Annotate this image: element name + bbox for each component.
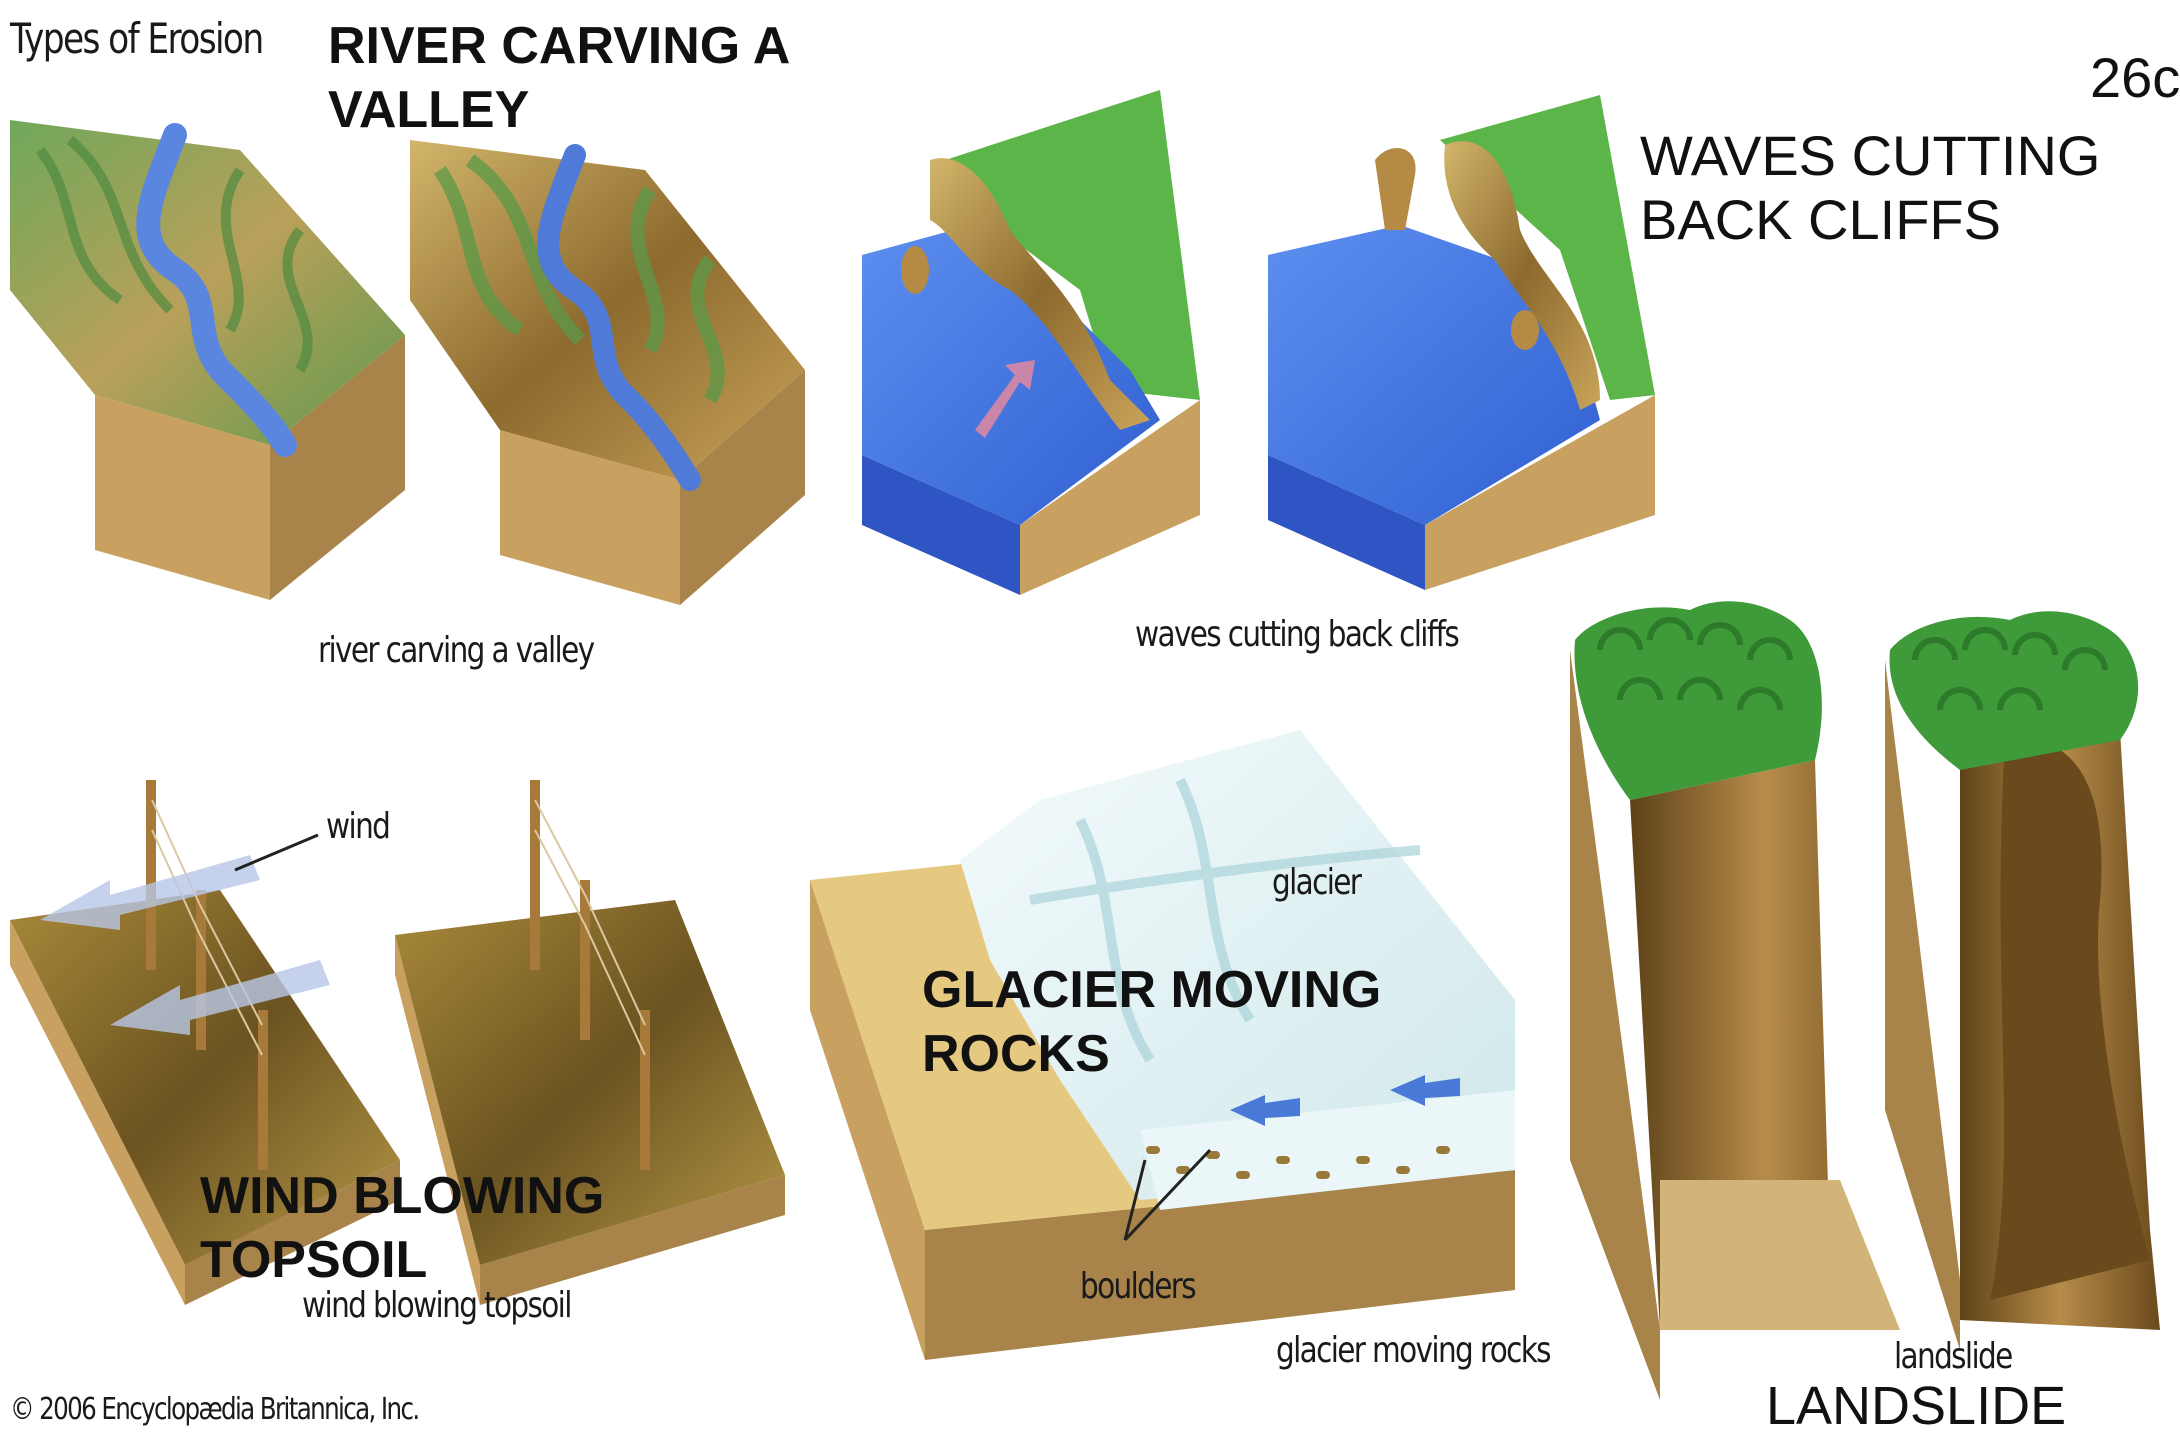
glacier-crevasses xyxy=(1029,777,1421,1063)
waves-title: WAVES CUTTING BACK CLIFFS xyxy=(1640,124,2101,251)
waves-block-1-grass xyxy=(930,90,1200,400)
wind-block-2-front xyxy=(395,935,480,1305)
waves-block-1-sea-stack xyxy=(901,246,929,294)
landslide-title: LANDSLIDE xyxy=(1766,1376,2067,1436)
landslide-block-2-scar xyxy=(1990,738,2150,1300)
wind-block-2-wire xyxy=(534,799,646,1056)
wind-callout: wind xyxy=(326,806,391,847)
landslide-block-1-debris xyxy=(1660,1180,1900,1330)
waves-block-1-arrow xyxy=(975,360,1035,438)
wind-title: WIND BLOWING TOPSOIL xyxy=(200,1167,605,1289)
slide-header: Types of Erosion xyxy=(10,14,264,63)
glacier-ice xyxy=(960,730,1515,1200)
page-number: 26c xyxy=(2090,46,2180,109)
glacier-block-front xyxy=(810,880,925,1360)
waves-block-1-water xyxy=(862,220,1160,525)
river-block-2 xyxy=(410,140,805,605)
wind-block-1-front xyxy=(10,920,185,1305)
waves-block-2-cliff xyxy=(1444,141,1600,411)
wind-block-1-side xyxy=(185,1160,400,1305)
river-block-2-river xyxy=(537,144,701,491)
wind-block-2 xyxy=(395,780,785,1305)
wind-block-1-top xyxy=(10,890,400,1265)
landslide-block-1 xyxy=(1570,601,1900,1400)
river-block-2-ridges xyxy=(434,154,725,404)
wind-block-2-post-2 xyxy=(580,880,590,1040)
river-title: RIVER CARVING A VALLEY xyxy=(328,17,789,139)
waves-block-2-side xyxy=(1425,395,1655,590)
wind-block-2-side xyxy=(480,1175,785,1305)
wind-block-2-post-3 xyxy=(640,1010,650,1170)
boulders-callout-line-1 xyxy=(1123,1159,1147,1241)
wind-block-1-post-3 xyxy=(258,1010,268,1170)
waves-block-2-water xyxy=(1268,225,1600,525)
boulders-callout-line-2 xyxy=(1123,1148,1212,1242)
waves-block-2 xyxy=(1268,95,1655,590)
waves-block-1-cliff xyxy=(930,158,1150,430)
landslide-caption: landslide xyxy=(1894,1336,2013,1377)
waves-block-1-side xyxy=(1020,400,1200,595)
glacier-block-side xyxy=(925,1170,1515,1360)
glacier-boulders xyxy=(1146,1146,1450,1179)
river-block-2-side xyxy=(680,370,805,605)
waves-block-1 xyxy=(862,90,1200,595)
wind-block-2-top xyxy=(395,900,785,1265)
boulders-callout: boulders xyxy=(1080,1266,1197,1307)
wind-block-1-post-2 xyxy=(196,890,206,1050)
river-block-1 xyxy=(10,120,405,600)
wind-arrow-lower xyxy=(110,960,330,1035)
glacier-caption: glacier moving rocks xyxy=(1276,1330,1552,1371)
glacier-block xyxy=(810,730,1515,1360)
waves-block-2-small-stack xyxy=(1511,310,1539,350)
river-block-1-river xyxy=(136,123,297,457)
wind-arrow-upper xyxy=(40,855,260,930)
landslide-block-2-forest-tufts xyxy=(1912,627,2108,711)
waves-caption: waves cutting back cliffs xyxy=(1135,614,1460,655)
waves-block-2-stack xyxy=(1375,148,1416,230)
waves-block-1-front-water xyxy=(862,455,1020,595)
wind-callout-line xyxy=(234,833,319,872)
landslide-block-2-side xyxy=(1885,660,1960,1350)
copyright: © 2006 Encyclopædia Britannica, Inc. xyxy=(10,1392,420,1427)
landslide-block-1-forest-tufts xyxy=(1597,617,1793,711)
glacier-title: GLACIER MOVING ROCKS xyxy=(922,961,1382,1083)
river-block-1-ridges xyxy=(36,136,313,373)
wind-block-1-post-1 xyxy=(146,780,156,970)
landslide-block-2 xyxy=(1885,611,2160,1350)
landslide-block-1-forest xyxy=(1574,601,1822,800)
glacier-arrow-1 xyxy=(1230,1095,1300,1126)
river-block-1-front xyxy=(95,395,270,600)
waves-block-2-front-water xyxy=(1268,455,1425,590)
glacier-front-face xyxy=(1140,1090,1515,1210)
wind-caption: wind blowing topsoil xyxy=(302,1285,572,1326)
glacier-arrow-2 xyxy=(1390,1075,1460,1106)
river-block-2-front xyxy=(500,430,680,605)
wind-block-1 xyxy=(10,780,400,1305)
glacier-callout: glacier xyxy=(1272,862,1362,903)
river-caption: river carving a valley xyxy=(318,630,595,671)
landslide-block-1-side xyxy=(1570,650,1660,1400)
river-block-1-side xyxy=(270,335,405,600)
wind-block-2-post-1 xyxy=(530,780,540,970)
